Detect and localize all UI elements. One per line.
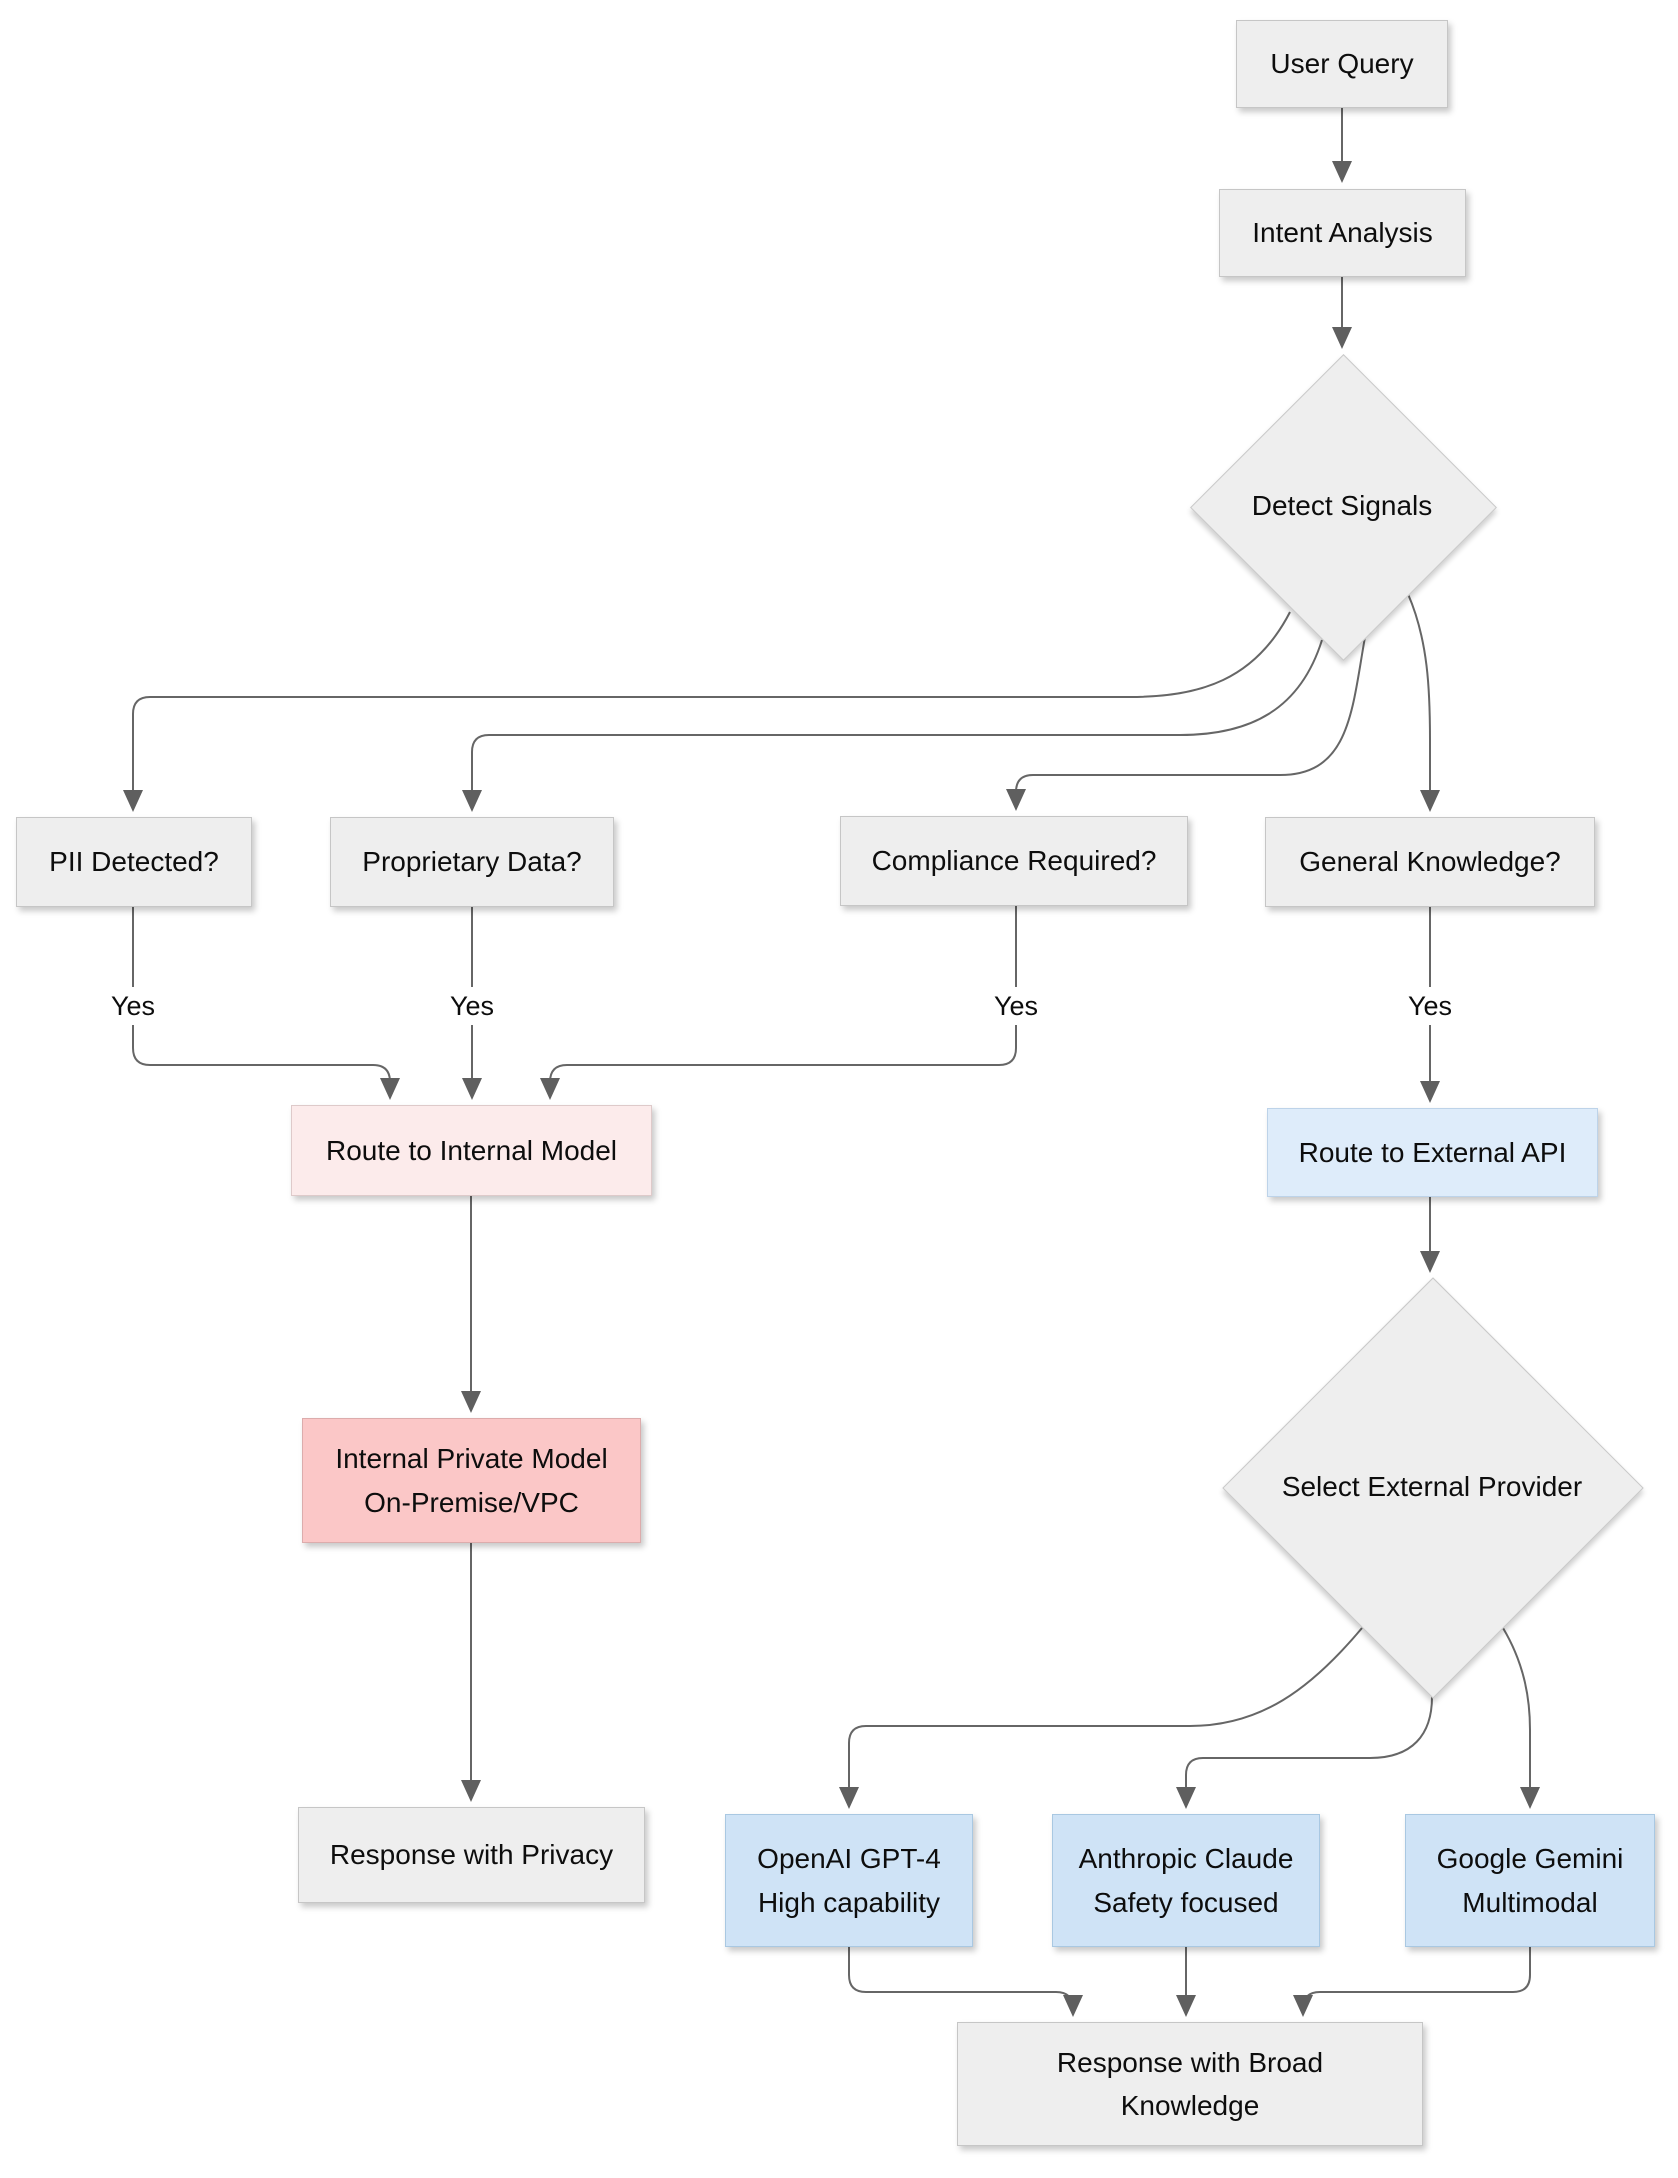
edge-detect-to-pii (123, 611, 1291, 812)
node-select-provider-label: Select External Provider (1281, 1471, 1583, 1502)
node-route-external-label: Route to External API (1298, 1136, 1567, 1168)
node-google-gemini: Google Gemini Multimodal (1405, 1814, 1655, 1947)
node-user-query: User Query (1236, 20, 1448, 108)
node-gemini-line2: Multimodal (1462, 1886, 1598, 1918)
node-openai-line1: OpenAI GPT-4 (757, 1843, 941, 1875)
node-general-knowledge-label: General Knowledge? (1299, 846, 1561, 878)
node-general-knowledge: General Knowledge? (1265, 817, 1595, 907)
node-response-broad-line1: Response with Broad (1056, 2046, 1324, 2078)
edge-openai-to-response-broad (848, 1947, 1083, 2017)
node-response-broad-line2: Knowledge (1120, 2090, 1260, 2121)
node-internal-model-line2: On-Premise/VPC (364, 1486, 579, 1518)
node-anthropic-line2: Safety focused (1093, 1886, 1279, 1918)
node-route-to-external-api: Route to External API (1267, 1108, 1598, 1197)
edge-select-to-anthropic (1176, 1696, 1433, 1809)
edge-label-yes-compliance: Yes (980, 987, 1052, 1025)
edge-select-to-openai (839, 1627, 1363, 1809)
edge-gemini-to-response-broad (1293, 1947, 1531, 2017)
node-openai-line2: High capability (757, 1886, 941, 1918)
node-internal-private-model: Internal Private Model On-Premise/VPC (302, 1418, 641, 1543)
node-response-privacy-label: Response with Privacy (329, 1839, 614, 1871)
node-gemini-line1: Google Gemini (1436, 1843, 1624, 1875)
node-route-to-internal-model: Route to Internal Model (291, 1105, 652, 1196)
node-response-with-broad-knowledge: Response with Broad Knowledge (957, 2022, 1423, 2146)
edge-label-yes-general: Yes (1394, 987, 1466, 1025)
node-internal-model-line1: Internal Private Model (335, 1443, 608, 1475)
node-user-query-label: User Query (1270, 48, 1414, 80)
edge-detect-to-proprietary (462, 639, 1323, 812)
node-pii-detected-label: PII Detected? (49, 846, 219, 878)
node-proprietary-data-label: Proprietary Data? (362, 846, 582, 878)
node-route-internal-label: Route to Internal Model (325, 1134, 618, 1166)
node-compliance-required: Compliance Required? (840, 816, 1188, 906)
edge-label-yes-proprietary: Yes (436, 987, 508, 1025)
edge-detect-to-general (1407, 593, 1440, 812)
node-anthropic-line1: Anthropic Claude (1078, 1843, 1294, 1875)
node-intent-analysis: Intent Analysis (1219, 189, 1466, 277)
node-response-with-privacy: Response with Privacy (298, 1807, 645, 1903)
edge-compliance-yes-to-route-internal (540, 906, 1017, 1100)
node-proprietary-data: Proprietary Data? (330, 817, 614, 907)
node-detect-signals-label: Detect Signals (1251, 490, 1433, 521)
edge-select-to-gemini (1502, 1627, 1540, 1809)
node-anthropic-claude: Anthropic Claude Safety focused (1052, 1814, 1320, 1947)
edge-pii-yes-to-route-internal (132, 907, 400, 1100)
edge-detect-to-compliance (1006, 636, 1366, 811)
node-compliance-required-label: Compliance Required? (871, 845, 1157, 877)
node-intent-analysis-label: Intent Analysis (1252, 217, 1433, 249)
edge-label-yes-pii: Yes (97, 987, 169, 1025)
node-openai-gpt4: OpenAI GPT-4 High capability (725, 1814, 973, 1947)
node-pii-detected: PII Detected? (16, 817, 252, 907)
